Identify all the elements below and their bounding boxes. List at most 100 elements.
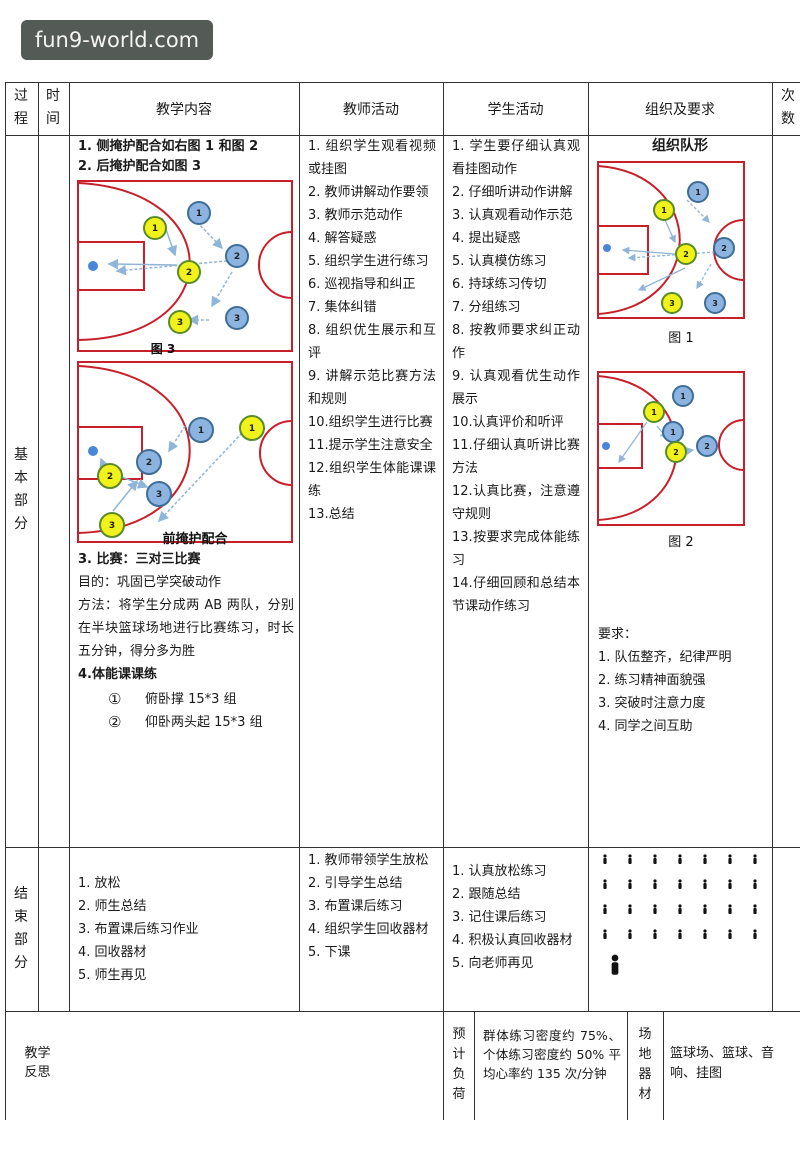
requirements-list: 1. 队伍整齐，纪律严明 2. 练习精神面貌强 3. 突破时注意力度 4. 同学… (598, 646, 770, 738)
list-item: 11.提示学生注意安全 (308, 438, 433, 453)
attacker-3-marker (168, 310, 192, 334)
student-figure-icon (653, 929, 657, 939)
org-title: 组织队形 (652, 138, 708, 154)
list-item: 11.仔细认真听讲比赛方法 (452, 438, 580, 476)
expected-load-text: 群体练习密度约 75%、个体练习密度约 50% 平均心率约 135 次/分钟 (483, 1028, 621, 1081)
expected-load-label: 预计负荷 (452, 1027, 466, 1102)
student-figure-icon (678, 904, 682, 914)
student-figure-icon (753, 879, 757, 889)
student-figure-icon (653, 879, 657, 889)
svg-text:3: 3 (234, 314, 240, 324)
list-item: 3. 教师示范动作 (308, 208, 403, 223)
student-figure-icon (753, 854, 757, 864)
list-item: 3. 记住课后练习 (452, 910, 547, 925)
svg-text:3: 3 (669, 299, 675, 308)
content-item-4: 4.体能课课练 (78, 667, 157, 682)
end-content-list: 1. 放松 2. 师生总结 3. 布置课后练习作业 4. 回收器材 5. 师生再… (78, 872, 296, 987)
watermark: fun9-world.com (21, 20, 213, 60)
student-figure-icon (728, 904, 732, 914)
paint-box (77, 241, 145, 291)
fig2-caption: 图 2 (668, 535, 693, 550)
list-item: 2. 师生总结 (78, 899, 147, 914)
student-figure-icon (603, 904, 607, 914)
defender-1-marker (187, 201, 211, 225)
list-item: 10.组织学生进行比赛 (308, 415, 433, 430)
svg-text:1: 1 (152, 224, 158, 234)
content-item-1: 1. 侧掩护配合如右图 1 和图 2 (78, 139, 259, 154)
svg-text:1: 1 (661, 206, 667, 215)
list-item: 5. 组织学生进行练习 (308, 254, 429, 269)
list-item: 4. 解答疑惑 (308, 231, 377, 246)
student-figure-icon (728, 929, 732, 939)
student-figure-icon (703, 879, 707, 889)
student-figure-icon (703, 854, 707, 864)
list-item: 8. 组织优生展示和互评 (308, 323, 436, 361)
venue-equipment-text: 篮球场、篮球、音响、挂图 (670, 1046, 775, 1081)
student-figure-icon (678, 879, 682, 889)
svg-text:2: 2 (721, 244, 727, 253)
end-teacher-list: 1. 教师带领学生放松 2. 引导学生总结 3. 布置课后练习 4. 组织学生回… (308, 849, 436, 964)
content-item-2: 2. 后掩护配合如图 3 (78, 159, 202, 174)
student-figure-icon (603, 854, 607, 864)
teacher-activity-list: 1. 组织学生观看视频或挂图 2. 教师讲解动作要领 3. 教师示范动作 4. … (308, 135, 436, 526)
svg-text:3: 3 (156, 490, 162, 500)
svg-text:2: 2 (107, 472, 113, 482)
svg-text:1: 1 (249, 424, 255, 434)
list-item: 2. 跟随总结 (452, 887, 521, 902)
center-circle (258, 231, 293, 299)
diagram-front-screen: 1 1 2 2 3 3 前掩护配合 (77, 361, 293, 546)
attacker-2-marker (177, 260, 201, 284)
header-time: 时间 (46, 88, 60, 127)
diagram-fig1: 1 1 2 2 3 3 图 1 (597, 161, 745, 345)
list-item: 3. 布置课后练习作业 (78, 922, 199, 937)
svg-text:1: 1 (651, 408, 657, 417)
sub2-mark: ② (108, 713, 122, 731)
list-item: 10.认真评价和听评 (452, 415, 564, 430)
student-figure-icon (703, 929, 707, 939)
list-item: 8. 按教师要求纠正动作 (452, 323, 580, 361)
list-item: 14.仔细回顾和总结本节课动作练习 (452, 576, 580, 614)
header-student: 学生活动 (487, 102, 544, 118)
defender-2-marker (225, 244, 249, 268)
list-item: 4. 组织学生回收器材 (308, 922, 429, 937)
student-figure-icon (728, 854, 732, 864)
student-activity-list: 1. 学生要仔细认真观看挂图动作 2. 仔细听讲动作讲解 3. 认真观看动作示范… (452, 135, 580, 618)
list-item: 1. 教师带领学生放松 (308, 853, 429, 868)
student-figure-icon (753, 929, 757, 939)
content-method: 方法：将学生分成两 AB 两队，分别在半块篮球场地进行比赛练习，时长五分钟，得分… (78, 598, 294, 659)
student-figure-icon (728, 879, 732, 889)
svg-text:2: 2 (683, 250, 689, 259)
list-item: 13.按要求完成体能练习 (452, 530, 580, 568)
svg-text:1: 1 (670, 428, 676, 437)
list-item: 6. 持球练习传切 (452, 277, 547, 292)
list-item: 5. 认真模仿练习 (452, 254, 547, 269)
student-figure-icon (628, 929, 632, 939)
fig3-caption: 图 3 (151, 342, 176, 355)
list-item: 3. 突破时注意力度 (598, 696, 706, 711)
list-item: 2. 练习精神面貌强 (598, 673, 706, 688)
list-item: 2. 仔细听讲动作讲解 (452, 185, 573, 200)
table-border-left (5, 82, 6, 1120)
svg-text:2: 2 (673, 448, 679, 457)
defender-3-marker (225, 306, 249, 330)
list-item: 1. 放松 (78, 876, 121, 891)
list-item: 3. 布置课后练习 (308, 899, 403, 914)
svg-text:2: 2 (146, 458, 152, 468)
requirements-title: 要求： (598, 627, 638, 642)
student-figure-icon (603, 929, 607, 939)
list-item: 1. 学生要仔细认真观看挂图动作 (452, 139, 580, 177)
svg-text:1: 1 (695, 188, 701, 197)
end-footer-divider (5, 1011, 800, 1012)
list-item: 12.组织学生体能课课练 (308, 461, 436, 499)
list-item: 13.总结 (308, 507, 355, 522)
svg-text:1: 1 (198, 426, 204, 436)
basic-end-divider (5, 847, 800, 848)
teacher-figure-icon (611, 954, 619, 975)
list-item: 2. 教师讲解动作要领 (308, 185, 429, 200)
student-formation-diagram (603, 854, 757, 975)
basket-icon (88, 446, 98, 456)
content-purpose: 目的：巩固已学突破动作 (78, 575, 222, 590)
header-org: 组织及要求 (645, 102, 715, 118)
sub1-mark: ① (108, 690, 122, 708)
